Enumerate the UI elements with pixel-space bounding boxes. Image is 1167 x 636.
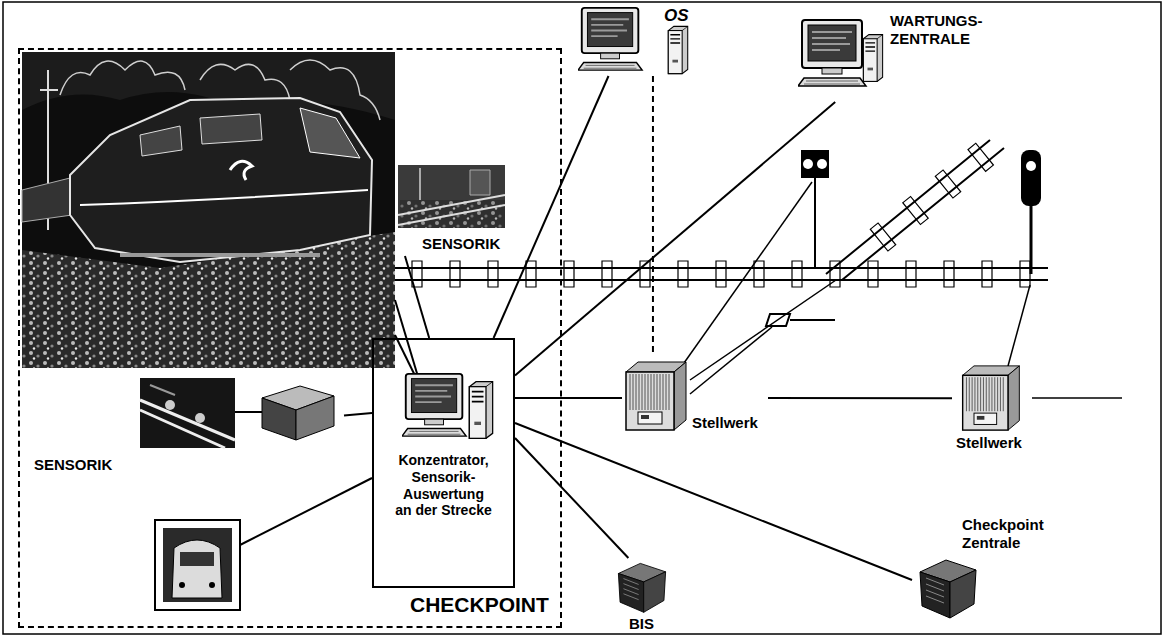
track xyxy=(826,140,1004,280)
portal-scanner xyxy=(155,520,240,610)
connector xyxy=(515,102,835,376)
train-photo xyxy=(80,190,368,205)
computer-icon xyxy=(402,374,493,438)
node-label: Stellwerk xyxy=(692,414,758,432)
sensor-photo: SENSORIK xyxy=(396,163,524,256)
control-wire xyxy=(1032,397,1122,399)
connector xyxy=(515,397,622,399)
node-label: BIS xyxy=(629,615,654,633)
train-photo xyxy=(70,98,372,262)
signal xyxy=(1030,205,1033,274)
signal xyxy=(801,150,829,178)
node-label: CHECKPOINT xyxy=(410,592,549,617)
rail-clamp-photo xyxy=(140,378,235,448)
rail-clamp-photo xyxy=(195,413,205,423)
computer-icon xyxy=(402,374,466,436)
train-photo xyxy=(120,253,320,257)
control-wire xyxy=(690,327,772,394)
portal-scanner xyxy=(172,540,222,598)
interlocking: Stellwerk xyxy=(952,362,1032,455)
computer-icon xyxy=(863,35,882,82)
connector xyxy=(344,413,372,416)
track xyxy=(395,140,1048,287)
sensor-wire xyxy=(240,478,372,545)
control-wire xyxy=(690,280,836,380)
control-wire xyxy=(684,182,812,363)
connector xyxy=(515,438,628,558)
node-label: OS xyxy=(664,6,689,26)
signal xyxy=(801,150,829,268)
computer-icon xyxy=(469,382,492,439)
node-label: WARTUNGS- ZENTRALE xyxy=(890,12,988,48)
operator-station: OS xyxy=(576,4,706,76)
interlocking-icon xyxy=(626,362,686,430)
signal xyxy=(803,159,813,169)
signal xyxy=(817,159,827,169)
node-label: SENSORIK xyxy=(422,235,500,253)
sensor-photo xyxy=(398,165,505,228)
train-photo xyxy=(22,52,395,368)
computer-icon xyxy=(668,26,687,73)
computer-icon xyxy=(798,20,866,86)
server: BIS xyxy=(608,558,676,636)
sensor-group: SENSORIK xyxy=(28,374,344,478)
signal xyxy=(814,178,816,268)
sensor-box xyxy=(262,398,296,440)
signal xyxy=(1021,150,1041,274)
train-photo xyxy=(22,52,395,368)
computer-icon xyxy=(798,20,883,86)
concentrator-box: Konzentrator, Sensorik-Auswertung an der… xyxy=(372,338,515,588)
control-wire xyxy=(684,182,1122,398)
rail-clamp-photo xyxy=(140,378,235,448)
sensor-photo xyxy=(398,195,505,225)
interlocking: Stellwerk xyxy=(622,356,768,436)
sensor-photo xyxy=(398,165,505,228)
frame xyxy=(3,2,1161,634)
portal-scanner xyxy=(155,520,240,610)
connector xyxy=(405,256,429,338)
rail-clamp-photo xyxy=(150,385,175,395)
checkpoint-region: SENSORIK SENSORIK Konzentrator, Sensorik-A… xyxy=(18,48,562,628)
portal-scanner xyxy=(179,582,185,588)
sensor-photo xyxy=(419,168,421,200)
connector xyxy=(652,76,654,356)
connector xyxy=(494,76,609,338)
derailer-symbol xyxy=(790,319,835,321)
track xyxy=(412,261,1030,287)
train-photo xyxy=(300,108,360,158)
interlocking-icon xyxy=(963,366,1020,430)
signal xyxy=(1026,161,1036,171)
track xyxy=(395,268,1048,280)
train-photo xyxy=(140,114,262,156)
control-wire xyxy=(1008,285,1030,366)
rail-clamp-photo xyxy=(140,400,235,448)
server-icon xyxy=(618,563,665,612)
server-icon xyxy=(920,560,976,618)
maintenance-center: WARTUNGS- ZENTRALE xyxy=(796,8,992,102)
computer-icon xyxy=(578,8,642,70)
node-label: Checkpoint Zentrale xyxy=(962,516,1054,552)
node-label: SENSORIK xyxy=(34,456,112,474)
signal xyxy=(1021,150,1041,206)
sensor-wire xyxy=(235,411,262,413)
rail-clamp-photo xyxy=(165,400,175,410)
connector xyxy=(768,397,952,399)
portal-scanner xyxy=(163,528,232,602)
node-label: Stellwerk xyxy=(956,434,1022,452)
sensor-photo xyxy=(470,170,490,195)
portal-scanner xyxy=(180,552,214,566)
node-label: Konzentrator, Sensorik-Auswertung an der… xyxy=(394,452,493,519)
train-photo xyxy=(22,178,72,222)
connector xyxy=(515,423,912,580)
sensor-box xyxy=(262,386,334,440)
sensor-box xyxy=(296,396,334,440)
portal-scanner xyxy=(209,582,215,588)
train-photo xyxy=(230,161,252,180)
checkpoint-center: Checkpoint Zentrale xyxy=(912,514,1058,624)
